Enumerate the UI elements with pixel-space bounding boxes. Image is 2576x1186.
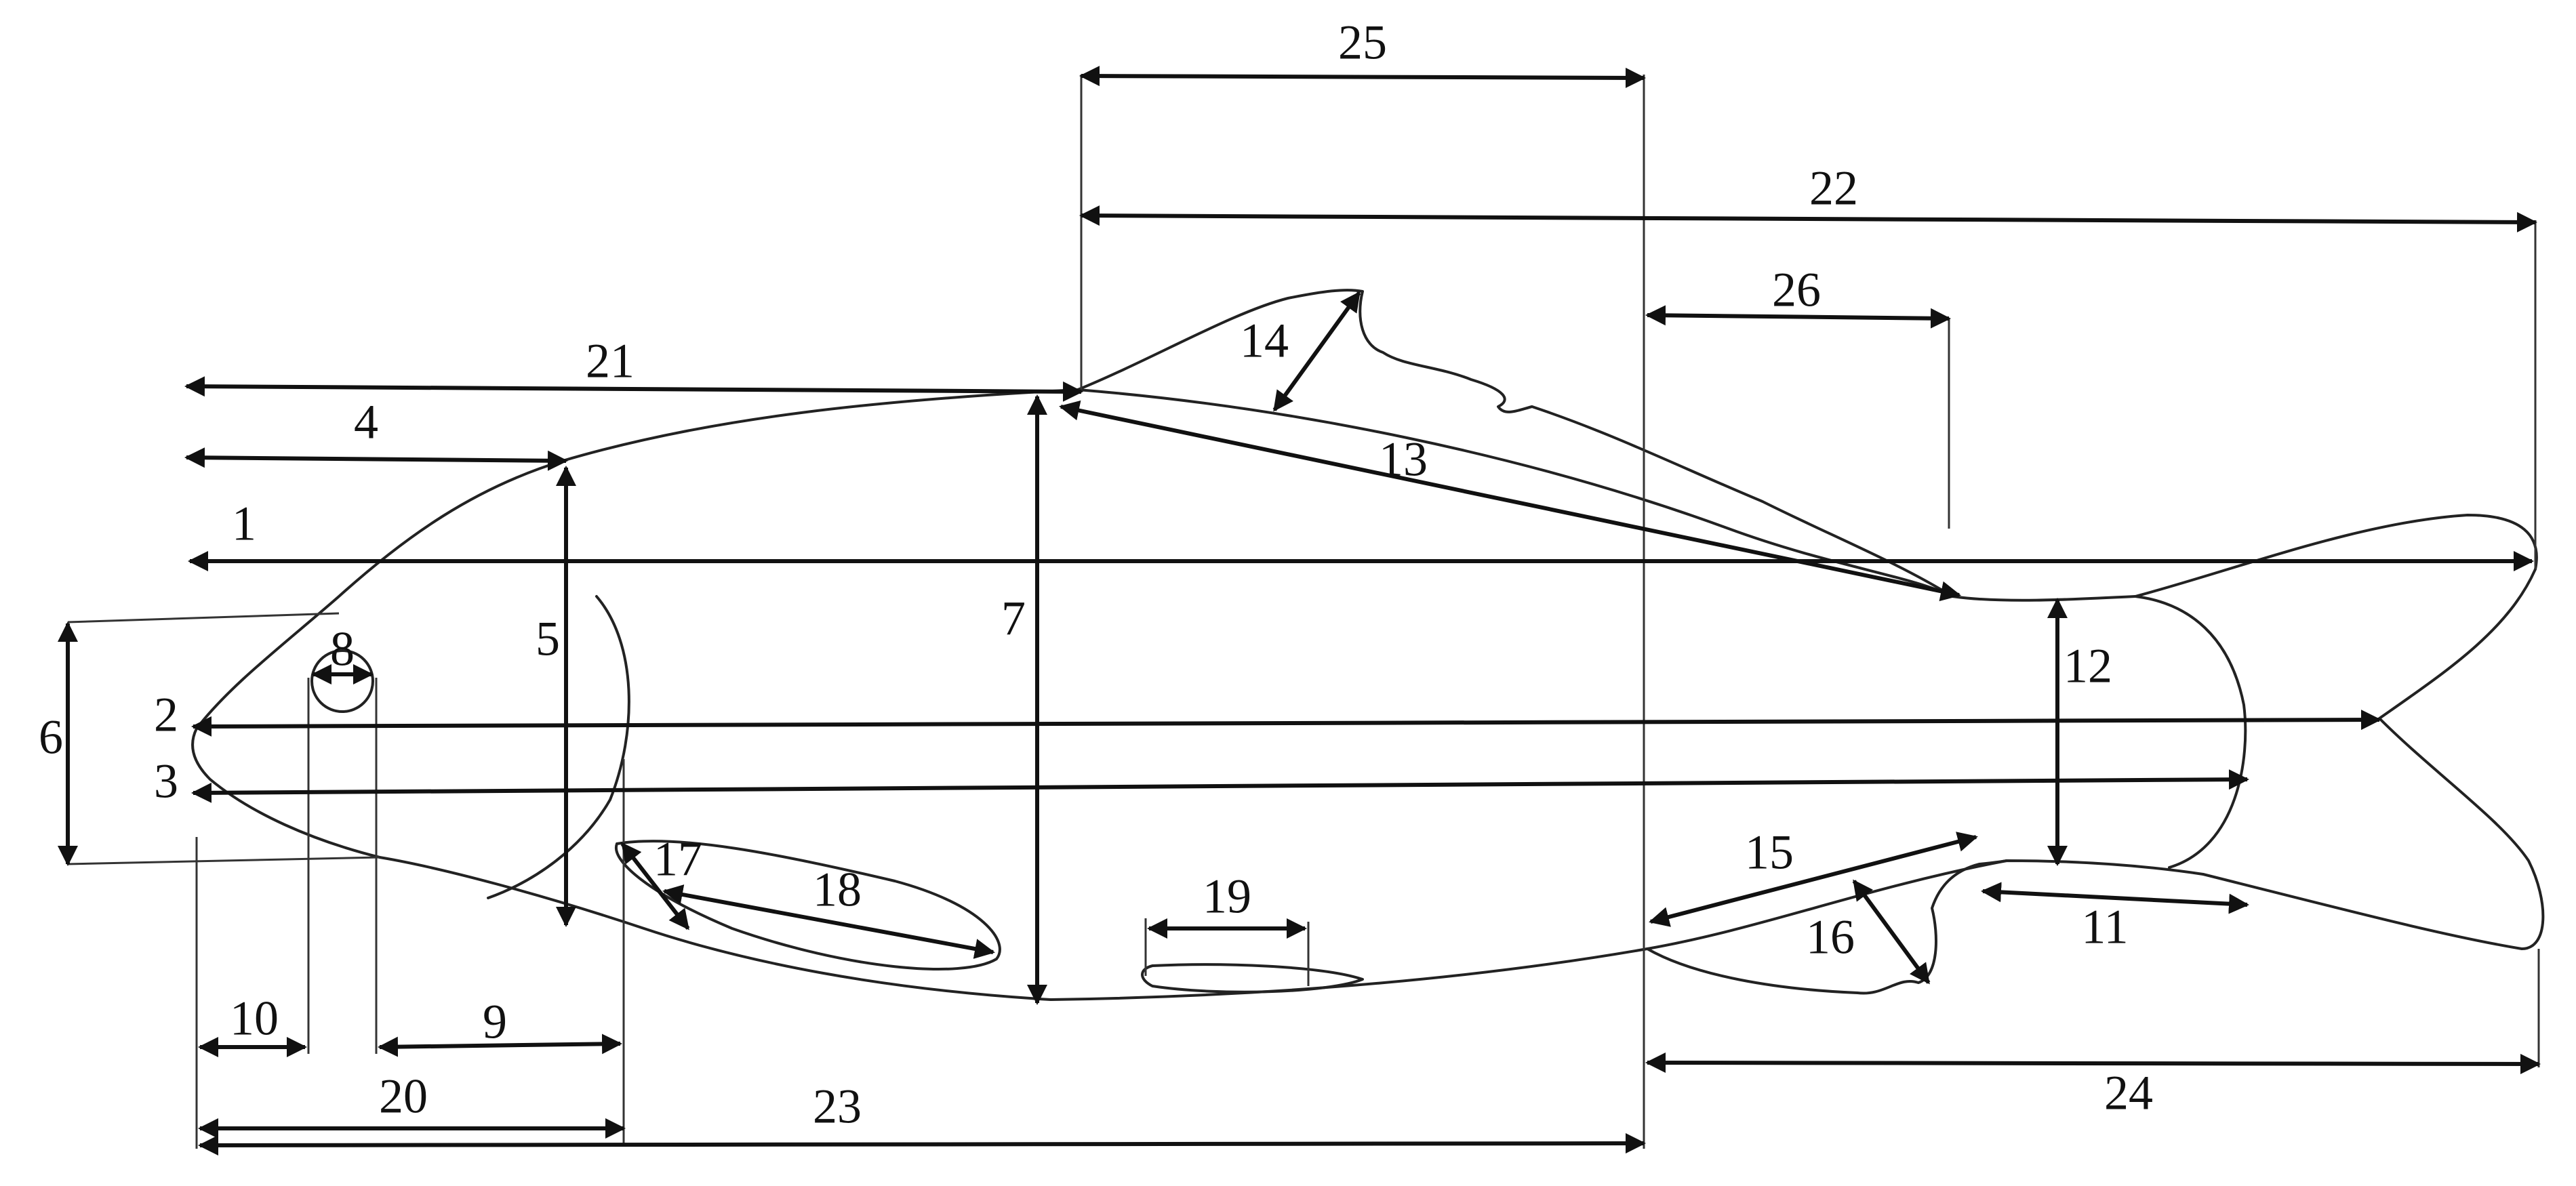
arrow-16 [1852,879,1931,985]
arrow-14 [1272,291,1361,412]
label-5: 5 [536,612,560,666]
label-16: 16 [1806,910,1855,964]
measurement-labels: 1 2 3 4 5 6 7 8 9 10 11 12 13 14 15 16 1… [39,16,2153,1134]
arrow-3 [191,769,2249,803]
arrow-18 [662,884,995,959]
arrow-13 [1059,400,1961,602]
label-14: 14 [1240,314,1289,368]
label-10: 10 [230,991,279,1046]
arrow-4 [184,447,568,471]
label-18: 18 [813,863,862,917]
label-2: 2 [154,688,178,742]
reference-lines [67,75,2540,1149]
arrow-15 [1649,832,1978,927]
pelvic-fin [1141,963,1364,994]
arrow-25 [1079,66,1646,88]
arrow-11 [1981,882,2249,914]
label-8: 8 [330,622,355,676]
caudal-fin [2134,514,2545,950]
arrow-9 [378,1034,622,1057]
label-25: 25 [1338,16,1387,70]
label-26: 26 [1772,263,1821,317]
label-24: 24 [2104,1066,2153,1120]
label-9: 9 [483,995,507,1049]
label-1: 1 [232,497,256,551]
label-17: 17 [653,832,702,886]
label-7: 7 [1001,592,1026,646]
label-13: 13 [1379,432,1428,487]
label-6: 6 [39,710,63,764]
dorsal-fin [1076,289,1954,598]
arrow-23 [198,1133,1646,1156]
arrow-26 [1645,305,1951,329]
caudal-peduncle-line [2134,595,2247,869]
label-20: 20 [379,1069,428,1124]
arrow-22 [1079,205,2537,232]
label-22: 22 [1809,161,1858,216]
label-4: 4 [354,395,378,449]
arrow-2 [191,710,2381,737]
label-11: 11 [2081,900,2128,954]
arrow-21 [184,376,1083,402]
ventral-profile [191,727,2205,1001]
label-15: 15 [1745,825,1794,880]
label-19: 19 [1203,870,1251,924]
label-21: 21 [586,334,635,388]
arrow-24 [1645,1052,2541,1074]
label-12: 12 [2064,639,2112,693]
label-3: 3 [154,754,178,809]
measurement-arrows [58,66,2541,1156]
label-23: 23 [813,1080,862,1134]
